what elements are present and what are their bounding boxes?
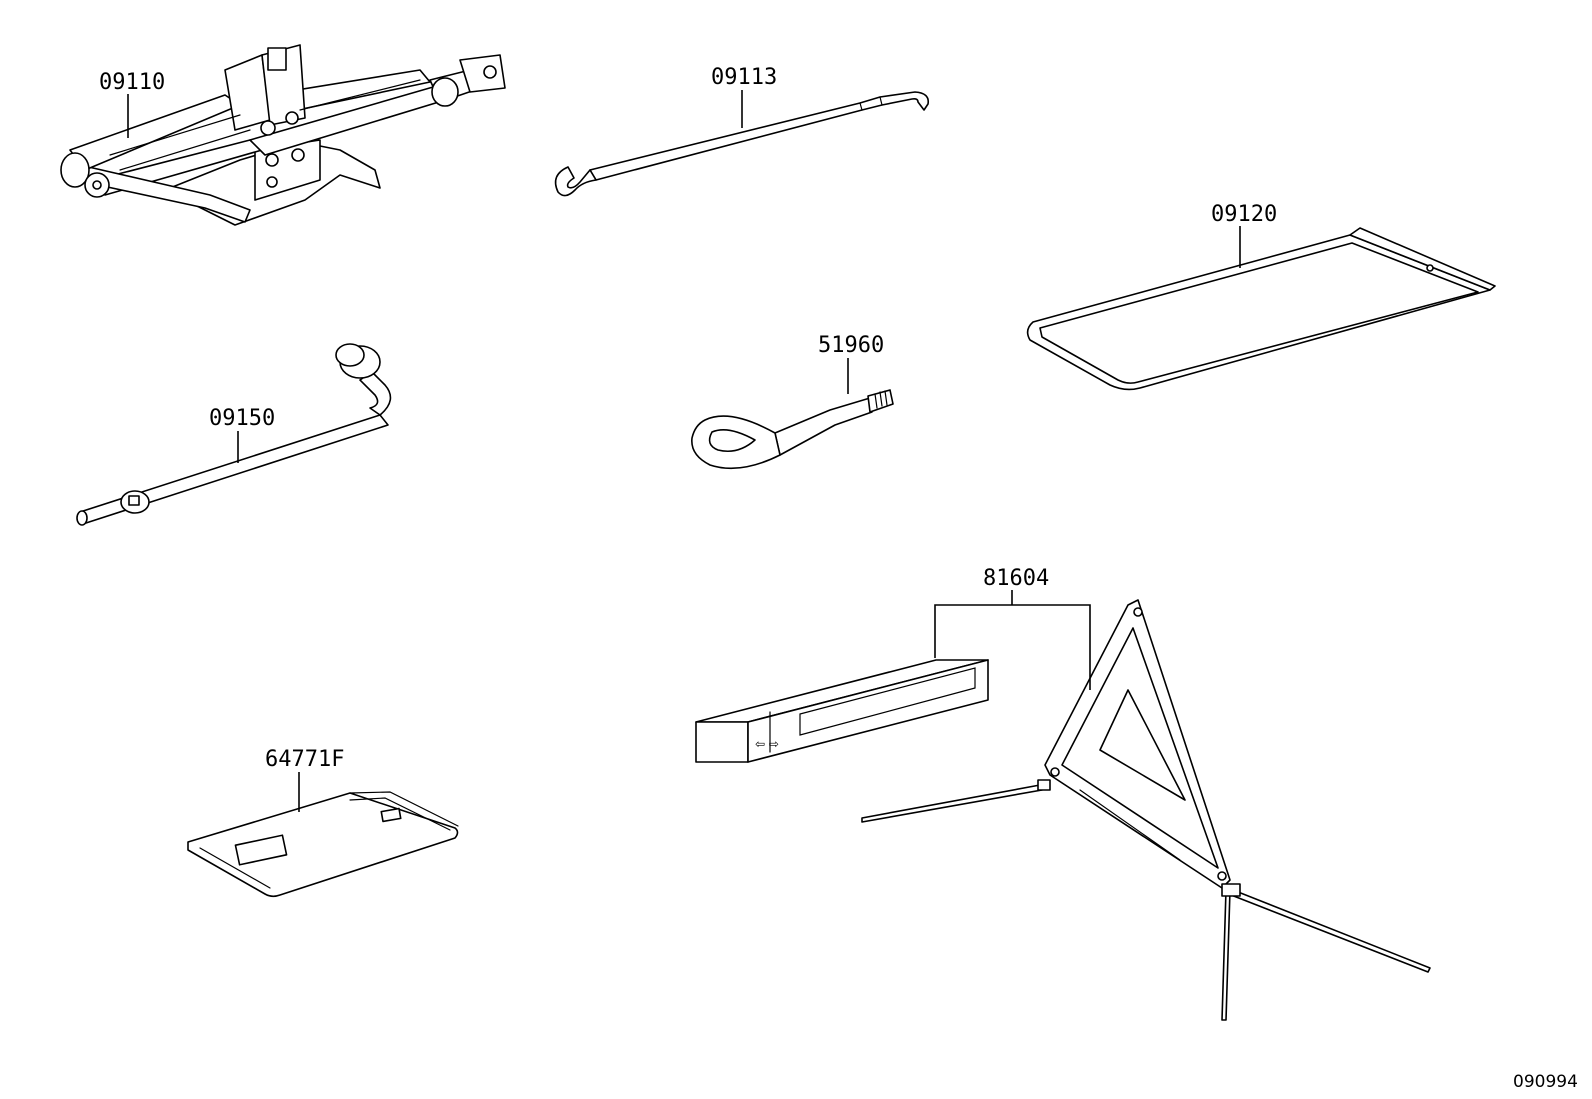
lug-wrench-icon bbox=[76, 343, 392, 526]
part-label-towing-eye: 51960 bbox=[818, 333, 884, 358]
part-label-jack: 09110 bbox=[99, 70, 165, 95]
diagram-reference-code: 090994 bbox=[1513, 1072, 1578, 1092]
part-label-tool-bag: 09120 bbox=[1211, 202, 1277, 227]
towing-eye-icon bbox=[691, 389, 894, 470]
warning-triangle-icon: ⇦ ⇨ bbox=[695, 599, 1431, 1021]
part-label-jack-handle: 09113 bbox=[711, 65, 777, 90]
part-label-lug-wrench: 09150 bbox=[209, 406, 275, 431]
part-label-warning-triangle: 81604 bbox=[983, 566, 1049, 591]
jack-handle-icon bbox=[554, 91, 930, 197]
pouch-icon bbox=[187, 791, 459, 898]
tool-bag-icon bbox=[1026, 227, 1496, 391]
part-label-repair-kit-bag: 64771F bbox=[265, 747, 344, 772]
scissor-jack-icon bbox=[60, 44, 506, 226]
svg-text:⇦ ⇨: ⇦ ⇨ bbox=[755, 737, 779, 751]
